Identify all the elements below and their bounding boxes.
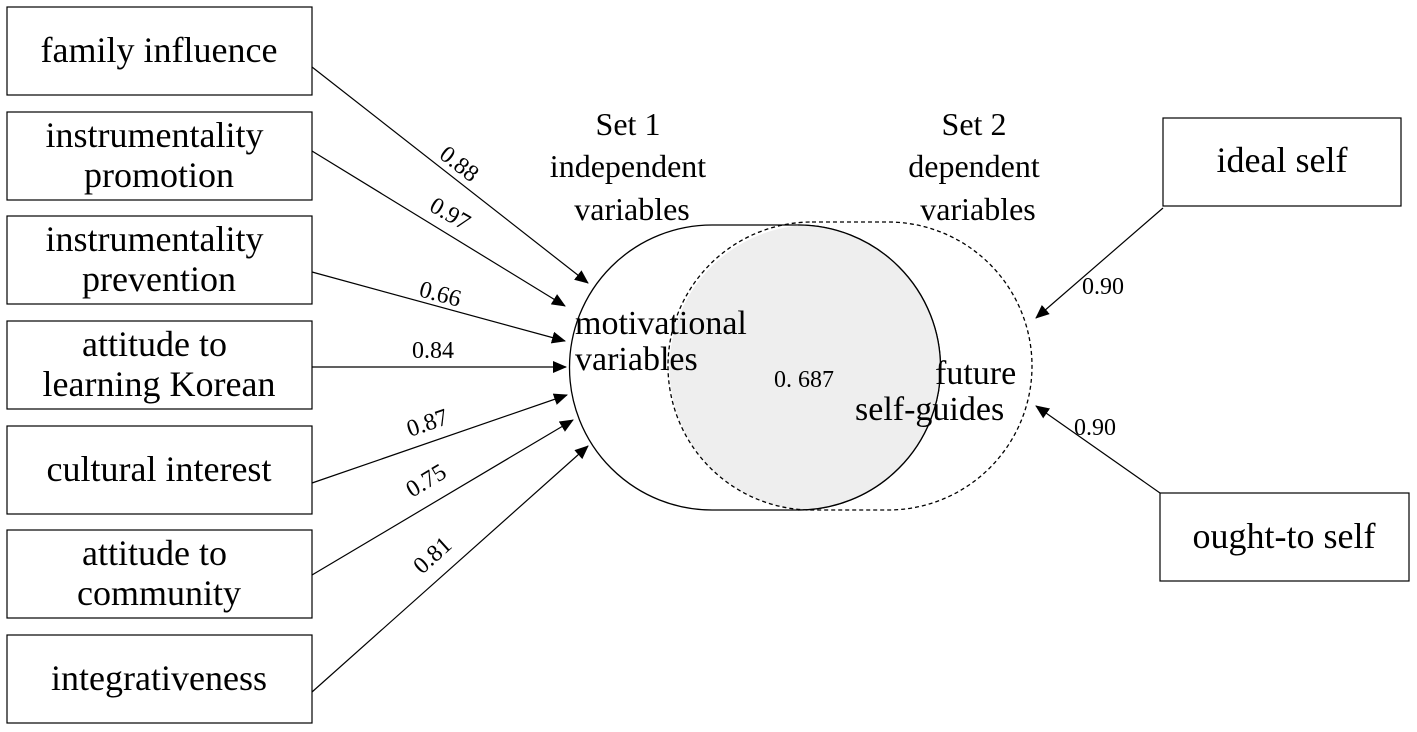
path-arrow — [311, 393, 568, 484]
path-arrow — [1035, 207, 1164, 319]
set1-heading-line: Set 1 — [596, 106, 661, 142]
path-arrow — [311, 445, 589, 693]
right-box: ideal self — [1162, 117, 1402, 207]
left-box-rect — [6, 111, 313, 201]
right-box-label: ideal self — [1217, 140, 1348, 180]
left-box-line: attitude to — [82, 533, 227, 573]
path-coefficient: 0.90 — [1074, 415, 1116, 441]
right-box-rect — [1159, 492, 1410, 582]
left-box-line: attitude to — [82, 324, 227, 364]
set1-inner-line: variables — [575, 341, 698, 378]
left-box-label: integrativeness — [51, 658, 267, 698]
left-box-label: attitude to learning Korean — [43, 324, 276, 404]
left-box-line: instrumentality — [46, 115, 264, 155]
left-box-line: instrumentality — [46, 219, 264, 259]
left-box: attitude to learning Korean — [6, 320, 313, 410]
set2-heading: Set 2 dependent variables — [908, 106, 1048, 227]
set1-heading-line: variables — [574, 191, 690, 227]
set2-heading-line: variables — [920, 191, 1036, 227]
left-box-rect — [6, 215, 313, 305]
left-boxes: family influence instrumentality promoti… — [6, 6, 313, 724]
right-box-label: ought-to self — [1193, 516, 1376, 556]
set2-inner-line: future — [935, 355, 1016, 392]
left-coefficients: 0.88 0.97 0.66 0.84 0.87 0.75 0.81 — [402, 141, 484, 579]
path-arrow — [1035, 405, 1161, 494]
path-coefficient: 0.88 — [434, 141, 483, 187]
right-box-line: ought-to self — [1193, 516, 1376, 556]
set1-heading: Set 1 independent variables — [550, 106, 714, 227]
left-box-line: learning Korean — [43, 364, 276, 404]
left-box-line: cultural interest — [47, 449, 272, 489]
left-box-rect — [6, 529, 313, 619]
left-box-label: family influence — [41, 30, 278, 70]
correlation-value: 0. 687 — [774, 367, 834, 393]
set1-heading-line: independent — [550, 148, 707, 184]
path-arrow — [311, 419, 574, 576]
left-box-line: integrativeness — [51, 658, 267, 698]
set1-right-arc — [797, 224, 942, 511]
set-shapes — [568, 221, 1033, 511]
left-box-rect — [6, 6, 313, 96]
right-boxes: ideal self ought-to self — [1159, 117, 1410, 582]
left-box: family influence — [6, 6, 313, 96]
left-box-rect — [6, 425, 313, 515]
path-arrow — [311, 271, 566, 344]
path-coefficient: 0.97 — [425, 193, 474, 237]
right-box: ought-to self — [1159, 492, 1410, 582]
left-box-line: community — [77, 573, 241, 613]
set2-heading-line: dependent — [908, 148, 1040, 184]
left-box-rect — [6, 634, 313, 724]
left-box-line: family influence — [41, 30, 278, 70]
left-box-rect — [6, 320, 313, 410]
right-arrows — [1035, 207, 1164, 494]
left-box-label: attitude to community — [77, 533, 241, 613]
path-arrow — [311, 66, 589, 284]
path-coefficient: 0.84 — [412, 338, 454, 364]
right-box-line: ideal self — [1217, 140, 1348, 180]
path-arrow — [311, 150, 566, 307]
path-coefficient: 0.81 — [409, 532, 458, 579]
left-box-label: instrumentality promotion — [46, 115, 273, 195]
path-coefficient: 0.90 — [1082, 274, 1124, 300]
set2-inner-line: self-guides — [855, 391, 1004, 428]
left-box: instrumentality prevention — [6, 215, 313, 305]
set2-heading-line: Set 2 — [942, 106, 1007, 142]
left-box-label: instrumentality prevention — [46, 219, 273, 299]
right-box-rect — [1162, 117, 1402, 207]
left-box: instrumentality promotion — [6, 111, 313, 201]
path-coefficient: 0.66 — [416, 277, 463, 313]
left-box-label: cultural interest — [47, 449, 272, 489]
left-box-line: prevention — [82, 259, 236, 299]
left-arrows — [311, 66, 589, 693]
set1-inner-line: motivational — [575, 305, 747, 342]
left-box-line: promotion — [84, 155, 234, 195]
set1-inner-label: motivational variables — [575, 305, 755, 378]
right-coefficients: 0.90 0.90 — [1074, 274, 1124, 441]
overlap-region — [669, 225, 941, 510]
set2-shape — [667, 221, 1033, 511]
left-box: integrativeness — [6, 634, 313, 724]
set2-inner-label: future self-guides — [855, 355, 1025, 428]
left-box: cultural interest — [6, 425, 313, 515]
left-box: attitude to community — [6, 529, 313, 619]
